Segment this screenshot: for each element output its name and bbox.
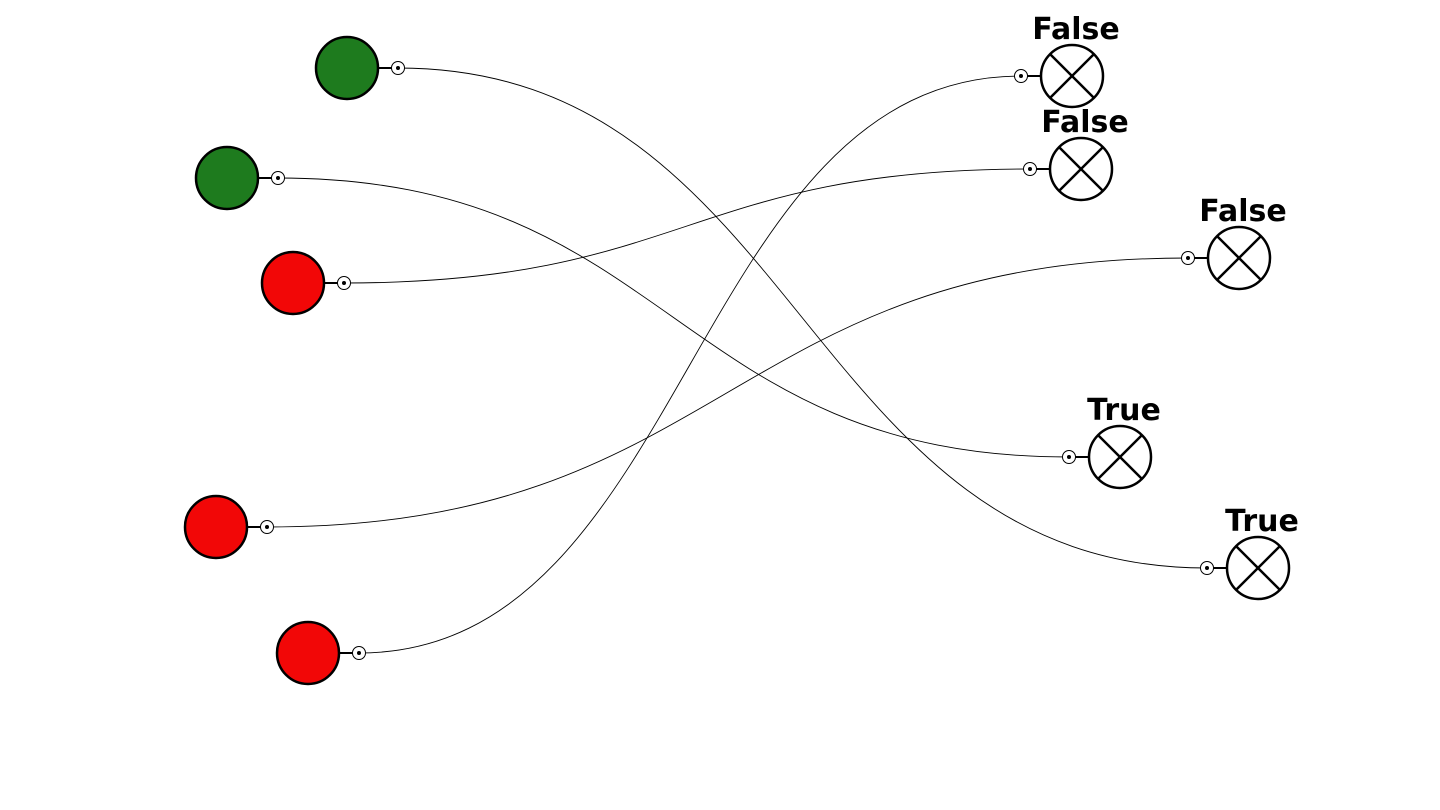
output-port-in4[interactable] (260, 520, 274, 534)
wire-in3-to-out2 (343, 168, 1031, 284)
inputs-layer (183, 35, 405, 686)
wire-in2-to-out4 (277, 177, 1070, 458)
wires-layer (266, 67, 1208, 654)
output-port-in2[interactable] (271, 171, 285, 185)
output-lamp-out2: False (1023, 105, 1129, 202)
output-lamp-out5: True (1200, 504, 1299, 601)
input-toggle-off[interactable] (275, 620, 341, 686)
input-toggle-off[interactable] (260, 250, 326, 316)
input-node-in2[interactable] (194, 145, 285, 211)
input-port-out1[interactable] (1014, 69, 1028, 83)
lamp-label: True (1087, 393, 1161, 428)
wire-in5-to-out1 (358, 75, 1022, 654)
wire-in1-to-out5 (397, 67, 1208, 569)
output-lamp-out3: False (1181, 194, 1287, 291)
wire-in4-to-out3 (266, 257, 1189, 528)
input-port-out4[interactable] (1062, 450, 1076, 464)
output-port-in3[interactable] (337, 276, 351, 290)
lamp-label: False (1041, 105, 1128, 140)
output-port-in5[interactable] (352, 646, 366, 660)
input-toggle-on[interactable] (194, 145, 260, 211)
input-node-in1[interactable] (314, 35, 405, 101)
input-port-out2[interactable] (1023, 162, 1037, 176)
lamp-label: False (1032, 12, 1119, 47)
input-node-in4[interactable] (183, 494, 274, 560)
output-lamp-out1: False (1014, 12, 1120, 109)
input-node-in5[interactable] (275, 620, 366, 686)
output-lamp-out4: True (1062, 393, 1161, 490)
lamp-label: False (1199, 194, 1286, 229)
output-port-in1[interactable] (391, 61, 405, 75)
input-port-out3[interactable] (1181, 251, 1195, 265)
input-port-out5[interactable] (1200, 561, 1214, 575)
input-toggle-on[interactable] (314, 35, 380, 101)
input-node-in3[interactable] (260, 250, 351, 316)
input-toggle-off[interactable] (183, 494, 249, 560)
lamp-label: True (1225, 504, 1299, 539)
